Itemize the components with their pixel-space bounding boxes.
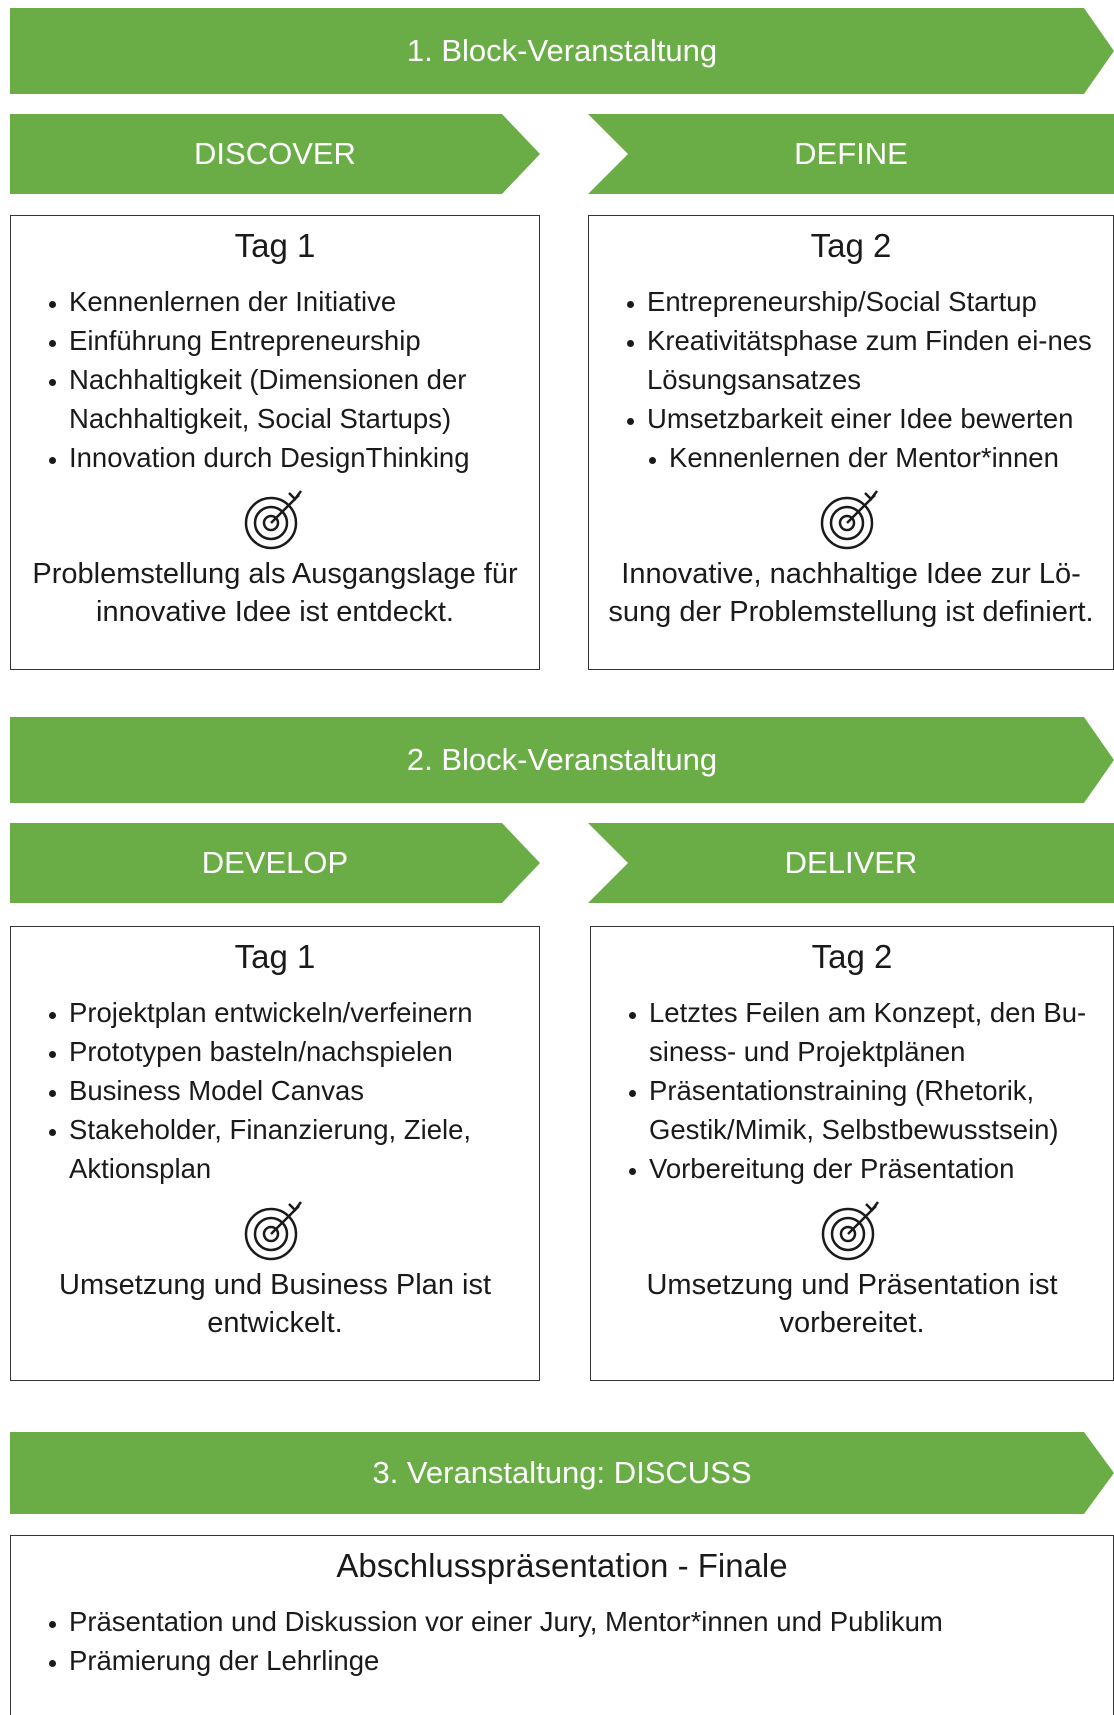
card-discuss: Abschlusspräsentation - Finale Präsentat… — [10, 1535, 1114, 1715]
list-item: Kreativitätsphase zum Finden ei-nes Lösu… — [647, 321, 1113, 399]
card-develop-goal: Umsetzung und Business Plan ist entwicke… — [59, 1269, 491, 1339]
card-discover-list: Kennenlernen der Initiative Einführung E… — [11, 282, 539, 477]
phase-define: DEFINE — [588, 114, 1114, 194]
phase-develop-label: DEVELOP — [201, 845, 349, 880]
block3-banner: 3. Veranstaltung: DISCUSS — [10, 1432, 1114, 1514]
list-item: Umsetzbarkeit einer Idee bewerten — [647, 399, 1113, 438]
list-item: Präsentationstraining (Rhetorik, Gestik/… — [649, 1071, 1113, 1149]
list-item: Entrepreneurship/Social Startup — [647, 282, 1113, 321]
block2-banner-label: 2. Block-Veranstaltung — [406, 742, 718, 777]
phase-deliver: DELIVER — [588, 823, 1114, 903]
card-discover: Tag 1 Kennenlernen der Initiative Einfüh… — [10, 215, 540, 670]
list-item: Prototypen basteln/nachspielen — [69, 1032, 539, 1071]
card-define: Tag 2 Entrepreneurship/Social Startup Kr… — [588, 215, 1114, 670]
list-item: Stakeholder, Finanzierung, Ziele, Aktion… — [69, 1110, 539, 1188]
target-icon — [821, 1201, 879, 1261]
card-define-goal: Innovative, nachhaltige Idee zur Lö-sung… — [608, 558, 1094, 628]
list-item: Kennenlernen der Initiative — [69, 282, 539, 321]
list-item: Business Model Canvas — [69, 1071, 539, 1110]
card-discover-goal: Problemstellung als Ausgangslage für inn… — [32, 558, 518, 628]
block2-banner: 2. Block-Veranstaltung — [10, 717, 1114, 803]
card-deliver: Tag 2 Letztes Feilen am Konzept, den Bu-… — [590, 926, 1114, 1381]
list-item: Innovation durch DesignThinking — [69, 438, 539, 477]
list-item: Letztes Feilen am Konzept, den Bu-siness… — [649, 993, 1113, 1071]
list-item: Vorbereitung der Präsentation — [649, 1149, 1113, 1188]
list-item: Kennenlernen der Mentor*innen — [669, 438, 1113, 477]
card-discuss-title: Abschlusspräsentation - Finale — [336, 1547, 788, 1584]
block1-banner-label: 1. Block-Veranstaltung — [406, 33, 718, 68]
card-discuss-list: Präsentation und Diskussion vor einer Ju… — [11, 1602, 1113, 1680]
list-item: Präsentation und Diskussion vor einer Ju… — [69, 1602, 1113, 1641]
list-item: Projektplan entwickeln/verfeinern — [69, 993, 539, 1032]
block1-banner: 1. Block-Veranstaltung — [10, 8, 1114, 94]
card-define-day: Tag 2 — [810, 227, 892, 264]
phase-develop: DEVELOP — [10, 823, 540, 903]
card-develop: Tag 1 Projektplan entwickeln/verfeinern … — [10, 926, 540, 1381]
card-deliver-day: Tag 2 — [811, 938, 893, 975]
card-develop-list: Projektplan entwickeln/verfeinern Protot… — [11, 993, 539, 1188]
list-item: Nachhaltigkeit (Dimensionen der Nachhalt… — [69, 360, 539, 438]
card-deliver-list: Letztes Feilen am Konzept, den Bu-siness… — [591, 993, 1113, 1188]
card-deliver-goal: Umsetzung und Präsentation ist vorbereit… — [646, 1269, 1058, 1339]
list-item: Einführung Entrepreneurship — [69, 321, 539, 360]
card-define-list: Entrepreneurship/Social Startup Kreativi… — [589, 282, 1113, 477]
list-item: Prämierung der Lehrlinge — [69, 1641, 1113, 1680]
target-icon — [244, 1201, 302, 1261]
phase-discover-label: DISCOVER — [194, 136, 356, 171]
phase-define-label: DEFINE — [794, 136, 908, 171]
target-icon — [820, 490, 878, 550]
phase-deliver-label: DELIVER — [784, 845, 918, 880]
block3-banner-label: 3. Veranstaltung: DISCUSS — [372, 1455, 752, 1490]
card-develop-day: Tag 1 — [234, 938, 316, 975]
card-discover-day: Tag 1 — [234, 227, 316, 264]
phase-discover: DISCOVER — [10, 114, 540, 194]
target-icon — [244, 490, 302, 550]
